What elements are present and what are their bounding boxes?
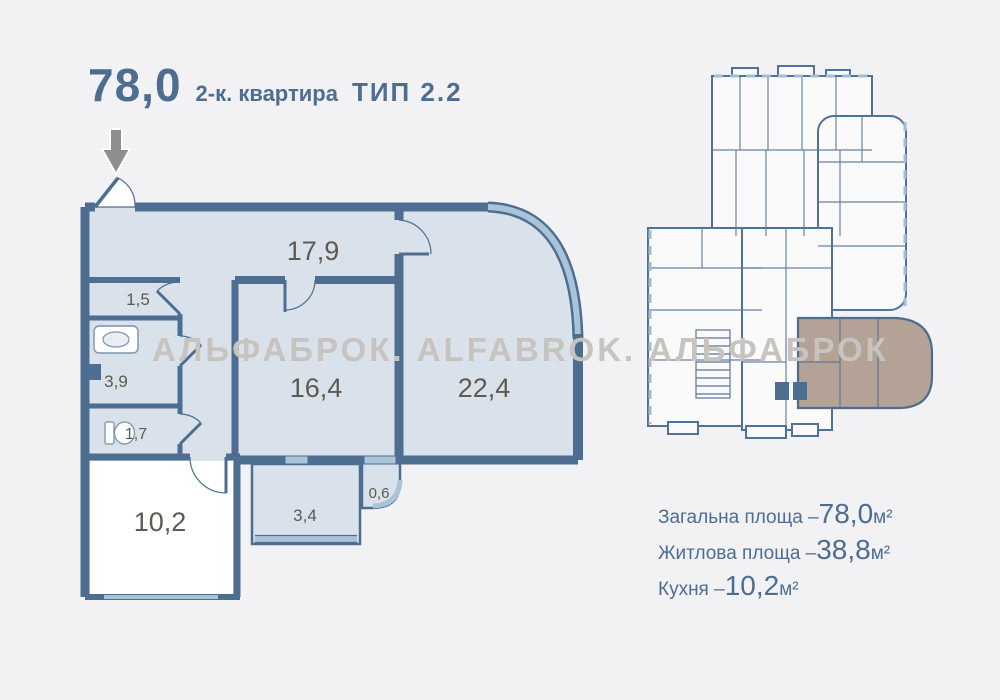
balcony-outline (250, 462, 362, 546)
room-label-kitchen: 10,2 (134, 507, 187, 537)
room-labels: 17,9 1,5 3,9 1,7 16,4 22,4 10,2 3,4 0,6 (104, 236, 510, 537)
watermark: АЛЬФАБРОК. ALFABROK. АЛЬФАБРОК (152, 331, 889, 368)
summary-value: 10,2 (724, 570, 780, 601)
entrance-door-leaf (93, 176, 120, 209)
room-label-hallway: 17,9 (287, 236, 340, 266)
room-label-living-room: 22,4 (458, 373, 511, 403)
room-label-closet: 1,5 (126, 290, 150, 309)
boiler-icon (89, 364, 101, 380)
partition-lines (798, 318, 879, 408)
bathroom-door-leaf (178, 343, 203, 368)
partition-lines (648, 228, 762, 361)
room-label-bathroom: 3,9 (104, 372, 128, 391)
summary-line-living: Житлова площа – 38,8 м² (658, 536, 893, 565)
room-label-balcony: 3,4 (293, 506, 317, 525)
highlighted-apartment (796, 316, 934, 410)
living-room-door-arc (398, 219, 432, 255)
summary-unit: м² (779, 579, 799, 600)
fixtures (89, 325, 139, 445)
kitchen-door-arc (189, 456, 227, 494)
closet-door-leaf (155, 289, 182, 316)
room-label-wc: 1,7 (125, 426, 147, 443)
staircase (695, 329, 731, 399)
summary-label: Житлова площа – (658, 543, 817, 564)
building-overview-plan (647, 65, 934, 439)
building-bay (667, 421, 699, 435)
summary-label: Кухня – (658, 579, 725, 600)
balcony-threshold (284, 455, 309, 465)
summary-unit: м² (870, 543, 891, 564)
summary-value: 38,8 (816, 534, 871, 565)
kitchen-floor (90, 461, 233, 594)
partition-lines (739, 76, 837, 150)
building-bay (791, 423, 819, 437)
partition-lines (818, 116, 906, 247)
entrance-arrow-icon (100, 128, 132, 177)
walls (80, 201, 584, 600)
plan-header: 78,0 2-к. квартира ТИП 2.2 (88, 58, 463, 112)
elevator-shaft (775, 382, 789, 400)
area-summary: Загальна площа – 78,0 м² Житлова площа –… (658, 500, 893, 608)
apartment-floor-plan: 17,9 1,5 3,9 1,7 16,4 22,4 10,2 3,4 0,6 (80, 176, 584, 600)
summary-value: 78,0 (818, 498, 874, 529)
balcony-small-threshold (363, 455, 397, 465)
partition-lines (735, 150, 841, 236)
curved-window (487, 204, 581, 339)
highlight-partitions (798, 318, 879, 408)
sink-bowl-icon (102, 331, 130, 348)
balcony-small-window (372, 479, 403, 509)
balcony-small (360, 460, 403, 510)
room-label-balcony-small: 0,6 (369, 485, 390, 502)
staircase-outline (695, 329, 731, 399)
down-arrow-shape (100, 128, 132, 177)
entrance-door-swing (93, 177, 136, 208)
apartment-total-area: 78,0 (88, 59, 182, 111)
toilet-bowl-icon (113, 421, 136, 445)
summary-line-total: Загальна площа – 78,0 м² (658, 500, 893, 529)
balcony (250, 462, 362, 546)
summary-unit: м² (873, 507, 893, 528)
elevators (775, 382, 807, 400)
toilet-tank-icon (104, 421, 115, 445)
doors (93, 176, 432, 494)
wc-door-leaf (178, 421, 203, 446)
building-wings (647, 65, 907, 439)
apartment-type-text: 2-к. квартира (195, 81, 338, 106)
summary-label: Загальна площа – (658, 507, 819, 528)
building-bay (745, 425, 787, 439)
summary-line-kitchen: Кухня – 10,2 м² (658, 572, 893, 601)
room-label-bedroom: 16,4 (290, 373, 343, 403)
staircase-steps (696, 337, 730, 395)
building-windows (648, 74, 907, 424)
elevator-shaft (793, 382, 807, 400)
bedroom-door-arc (284, 279, 316, 311)
apartment-type-code: ТИП 2.2 (351, 77, 463, 107)
